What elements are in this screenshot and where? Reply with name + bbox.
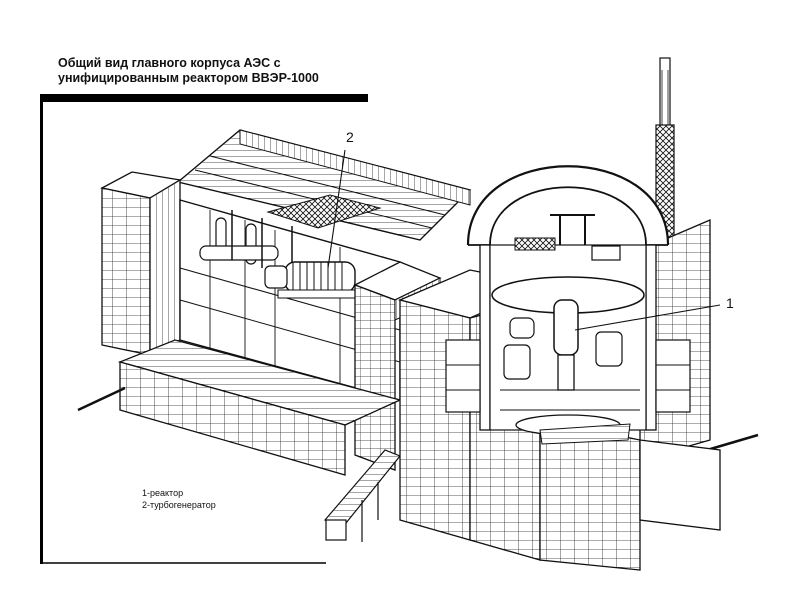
callout-label-turbogenerator: 2 (346, 129, 354, 145)
page-frame (40, 94, 368, 564)
legend-item-turbogenerator: 2-турбогенератор (142, 500, 216, 510)
turbogenerator (264, 261, 359, 299)
title-line-1: Общий вид главного корпуса АЭС с (58, 56, 281, 70)
callout-line-2 (327, 149, 346, 269)
front-annex (117, 339, 402, 476)
callout-line-1 (574, 304, 721, 331)
title-line-2: унифицированным реактором ВВЭР-1000 (58, 71, 319, 85)
turbine-hall-interior (179, 194, 401, 401)
left-end-block (100, 171, 182, 357)
callout-label-reactor: 1 (726, 295, 734, 311)
containment (466, 165, 670, 445)
diagram-title: Общий вид главного корпуса АЭС с унифици… (58, 56, 378, 86)
side-rooms (445, 339, 691, 413)
legend: 1-реактор 2-турбогенератор (142, 487, 216, 511)
legend-item-reactor: 1-реактор (142, 488, 184, 498)
